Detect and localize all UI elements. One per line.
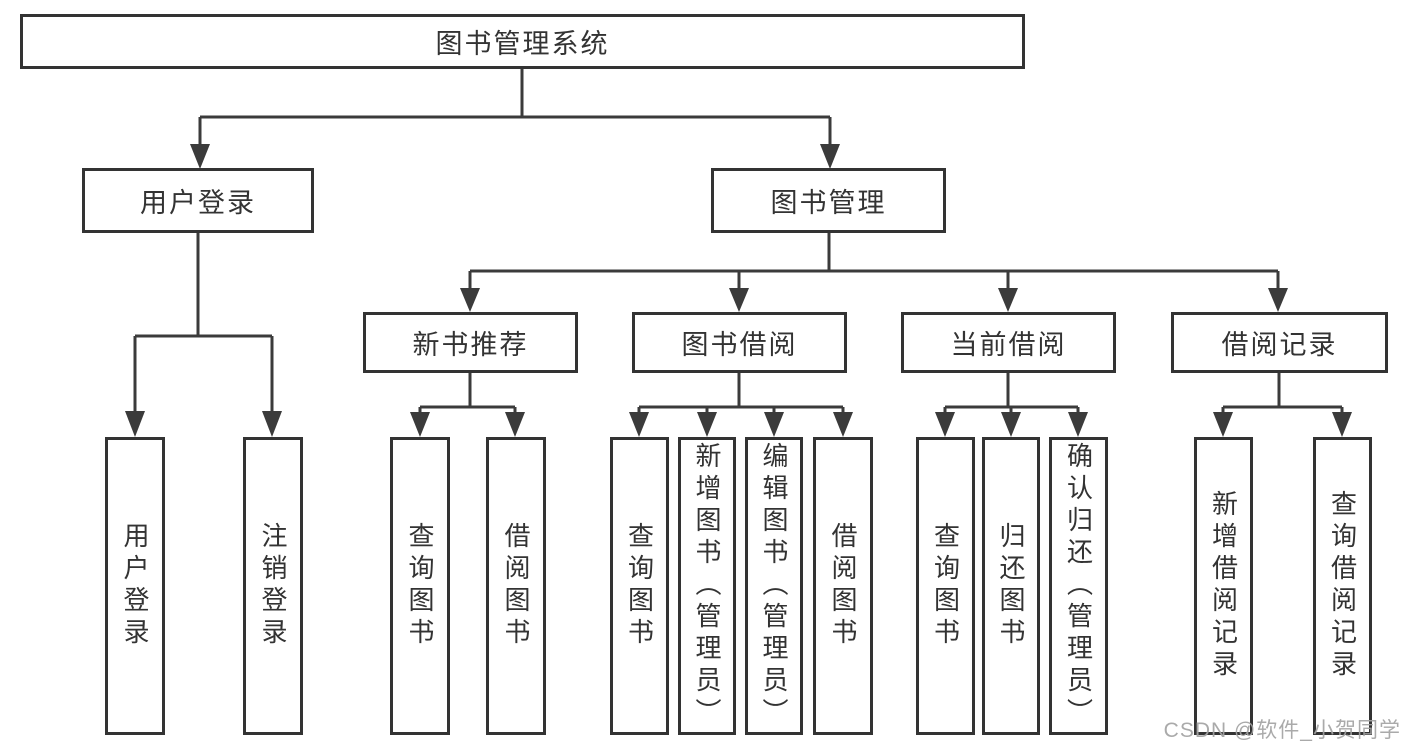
leaf-label: 查询图书 (624, 522, 655, 650)
node-book-management: 图书管理 (711, 168, 946, 233)
node-label: 新书推荐 (412, 330, 529, 360)
leaf-user-login: 用户登录 (105, 437, 165, 735)
leaf-label: 用户登录 (120, 522, 150, 650)
leaf-label: 查询图书 (405, 522, 435, 650)
node-label: 用户登录 (140, 188, 256, 218)
leaf-label: 借阅图书 (828, 522, 858, 650)
csdn-watermark: CSDN @软件_小贺同学 (1163, 719, 1401, 742)
node-current-borrowing: 当前借阅 (901, 312, 1116, 373)
leaf-label: 编辑图书（管理员） (759, 442, 789, 730)
leaf-query-books-borrowing: 查询图书 (610, 437, 669, 735)
leaf-query-books-current: 查询图书 (916, 437, 975, 735)
node-user-login: 用户登录 (82, 168, 314, 233)
leaf-add-borrow-record: 新增借阅记录 (1194, 437, 1253, 735)
leaf-label: 新增图书（管理员） (692, 442, 722, 730)
node-label: 图书管理 (770, 188, 887, 218)
node-library-system: 图书管理系统 (20, 14, 1025, 69)
node-new-book-recommend: 新书推荐 (363, 312, 578, 373)
node-label: 当前借阅 (950, 330, 1067, 360)
node-label: 借阅记录 (1221, 330, 1338, 360)
leaf-logout-login: 注销登录 (243, 437, 303, 735)
leaf-label: 查询图书 (930, 522, 961, 650)
leaf-confirm-return-admin: 确认归还（管理员） (1049, 437, 1108, 735)
leaf-label: 归还图书 (996, 522, 1026, 650)
node-label: 图书管理系统 (435, 29, 610, 59)
leaf-label: 借阅图书 (501, 522, 531, 650)
leaf-label: 查询借阅记录 (1327, 490, 1358, 682)
arrowheads (125, 144, 1352, 437)
leaf-label: 确认归还（管理员） (1063, 442, 1094, 730)
node-book-borrowing: 图书借阅 (632, 312, 847, 373)
leaf-borrow-books-recommend: 借阅图书 (486, 437, 546, 735)
leaf-label: 注销登录 (258, 522, 288, 650)
leaf-query-books-recommend: 查询图书 (390, 437, 450, 735)
leaf-return-books: 归还图书 (982, 437, 1040, 735)
leaf-query-borrow-record: 查询借阅记录 (1313, 437, 1372, 735)
leaf-edit-books-admin: 编辑图书（管理员） (745, 437, 803, 735)
leaf-label: 新增借阅记录 (1208, 490, 1239, 682)
leaf-borrow-books-borrowing: 借阅图书 (813, 437, 873, 735)
node-label: 图书借阅 (681, 330, 798, 360)
node-borrowing-records: 借阅记录 (1171, 312, 1388, 373)
leaf-add-books-admin: 新增图书（管理员） (678, 437, 736, 735)
